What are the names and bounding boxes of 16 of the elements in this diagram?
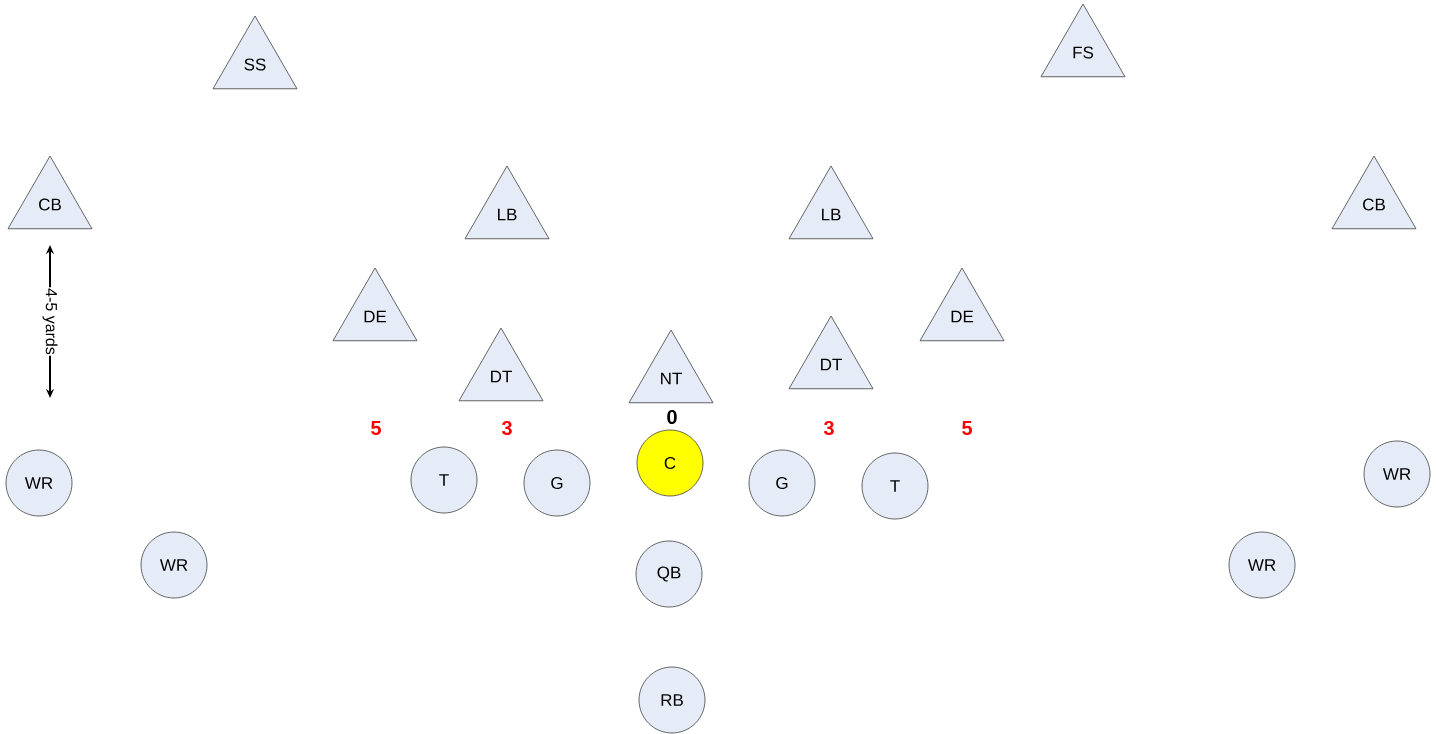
player-triangle: LB [464, 165, 550, 240]
gap-number: 3 [823, 420, 834, 436]
player-triangle: DT [788, 315, 874, 390]
player-triangle: NT [628, 329, 714, 404]
gap-number: 5 [371, 421, 381, 435]
gap-number: 5 [962, 421, 972, 435]
player-triangle: DT [458, 327, 544, 402]
player-triangle: DE [919, 267, 1005, 342]
player-triangle: DE [332, 267, 418, 342]
gap-number: 3 [501, 420, 512, 436]
player-triangle: CB [7, 155, 93, 230]
player-triangle: FS [1040, 3, 1126, 78]
player-triangle: CB [1331, 155, 1417, 230]
gap-number: 0 [667, 409, 677, 425]
player-triangle: LB [788, 165, 874, 240]
player-triangle: SS [212, 15, 298, 90]
